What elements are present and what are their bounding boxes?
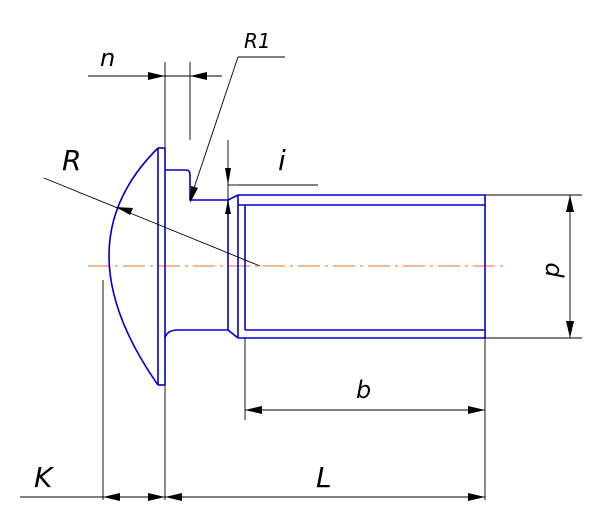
dimension-r1: R1 [189, 29, 285, 203]
l-label: L [316, 461, 332, 494]
r-leader-line [43, 177, 261, 267]
k-arrow-right [148, 493, 165, 501]
neck-top-profile [165, 169, 228, 201]
dimension-i: i [225, 140, 318, 214]
k-label: K [34, 461, 55, 494]
b-arrow-right [468, 406, 485, 414]
i-label: i [278, 144, 286, 177]
l-arrow-right [468, 493, 485, 501]
r1-leader-diagonal [189, 56, 239, 201]
bolt-neck [164, 169, 229, 339]
l-arrow-left [165, 493, 182, 501]
dimension-b: b [244, 338, 486, 500]
d-arrow-top [566, 195, 574, 212]
d-arrow-bottom [566, 321, 574, 338]
dimension-k-l: K L [20, 280, 485, 501]
r1-label: R1 [244, 29, 271, 53]
dimension-n: n [88, 44, 222, 150]
bolt-shank [227, 194, 486, 339]
bolt-head [108, 147, 166, 386]
dimension-r: R [43, 144, 261, 267]
r-arrow [116, 207, 133, 215]
k-arrow-left [103, 493, 120, 501]
head-dome-arc [108, 147, 159, 386]
shank-top-edge [227, 194, 239, 201]
shank-bottom-edge [227, 329, 239, 339]
n-arrow-right [190, 72, 207, 80]
r-label: R [62, 144, 81, 177]
i-arrow-down [225, 168, 231, 185]
n-arrow-left [148, 72, 165, 80]
b-label: b [356, 376, 371, 404]
i-arrow-up [225, 200, 231, 214]
dimension-d: d [485, 194, 582, 339]
b-arrow-left [245, 406, 262, 414]
n-label: n [100, 44, 115, 72]
r1-arrow [190, 186, 198, 203]
neck-bottom-profile [164, 329, 228, 339]
d-label: d [540, 262, 568, 278]
